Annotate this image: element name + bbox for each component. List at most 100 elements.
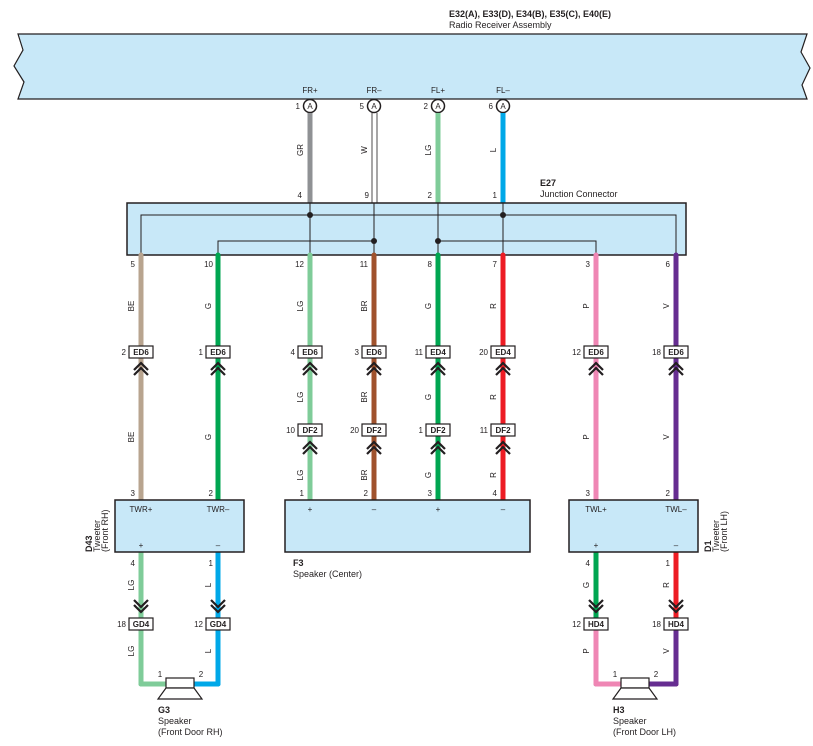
speaker-rh-code: G3 — [158, 705, 170, 715]
wire-color-label: LG — [127, 580, 136, 591]
polarity-label: + — [139, 541, 144, 550]
wire-color-label: G — [204, 434, 213, 440]
polarity-label: + — [594, 541, 599, 550]
terminal-label: TWL– — [665, 505, 687, 514]
radio-pin: 6 — [489, 102, 494, 111]
junction-connector-box — [126, 202, 687, 256]
speaker-lh: 1 2 H3 Speaker (Front Door LH) — [611, 670, 676, 737]
speaker-pin: 4 — [493, 489, 498, 498]
connector-pin: 20 — [350, 426, 359, 435]
polarity-label: – — [372, 505, 377, 514]
polarity-label: + — [436, 505, 441, 514]
wire-color-label: L — [204, 582, 213, 587]
connector-label: ED6 — [588, 348, 604, 357]
radio-terminals: FR+ FR– FL+ FL– 1 5 2 6 A A A A — [296, 86, 510, 114]
radio-receiver-body — [13, 33, 811, 100]
wire-color-label: BR — [360, 469, 369, 480]
connector-pin: 1 — [199, 348, 204, 357]
junction-splice-points — [307, 212, 506, 244]
jc-bottom-pins: 5 10 12 11 8 7 3 6 — [131, 260, 671, 269]
terminal-label: TWR– — [207, 505, 230, 514]
jc-top-pin: 4 — [298, 191, 303, 200]
connector-pin: 18 — [117, 620, 126, 629]
speaker-rh-location: (Front Door RH) — [158, 727, 223, 737]
tweeter-rh: 3 2 TWR+ TWR– + – D43 Tweeter (Front RH)… — [84, 489, 245, 656]
tweeter-pin: 3 — [131, 489, 136, 498]
wire-color-label: W — [360, 146, 369, 154]
connector-pin: 12 — [572, 348, 581, 357]
junction-name: Junction Connector — [540, 189, 618, 199]
upper-wire-labels: GR W LG L 4 9 2 1 — [296, 144, 498, 200]
tweeter-pin: 4 — [586, 559, 591, 568]
speaker-lh-name: Speaker — [613, 716, 647, 726]
jc-top-pin: 9 — [365, 191, 370, 200]
speaker-rh-name: Speaker — [158, 716, 192, 726]
tweeter-pin: 1 — [209, 559, 214, 568]
connector-pin: 3 — [355, 348, 360, 357]
connector-pin: 11 — [415, 348, 424, 357]
wire-labels-row3: LG BR G R — [296, 469, 498, 480]
connector-label: ED6 — [668, 348, 684, 357]
center-speaker: 1 2 3 4 + – + – F3 Speaker (Center) — [284, 489, 531, 579]
lower-wires — [138, 252, 679, 687]
connector-label: ED6 — [302, 348, 318, 357]
wire-labels-row2: BE G LG BR G R P V — [127, 391, 671, 442]
connector-pin: 10 — [286, 426, 295, 435]
junction-code: E27 — [540, 178, 556, 188]
tweeter-lh-name: Tweeter — [711, 520, 721, 552]
splice-dot — [307, 212, 313, 218]
wire-color-label: LG — [296, 392, 305, 403]
connector-label: GD4 — [210, 620, 227, 629]
tweeter-lh-location: (Front LH) — [719, 511, 729, 552]
connector-label: DF2 — [430, 426, 446, 435]
polarity-label: – — [216, 541, 221, 550]
speaker-pin: 1 — [158, 670, 163, 679]
wire-color-label: L — [204, 648, 213, 653]
connector-pin: 20 — [479, 348, 488, 357]
wire-color-label: L — [489, 147, 498, 152]
jc-bottom-pin: 3 — [586, 260, 591, 269]
wire-color-label: LG — [296, 470, 305, 481]
radio-name: Radio Receiver Assembly — [449, 20, 552, 30]
connector-pin: 12 — [194, 620, 203, 629]
polarity-label: + — [308, 505, 313, 514]
connector-pin: 11 — [480, 426, 489, 435]
wire-color-label: BE — [127, 301, 136, 312]
wire-color-label: V — [662, 303, 671, 309]
wire-color-label: R — [489, 472, 498, 478]
wire-color-label: V — [662, 434, 671, 440]
wire-color-label: R — [489, 303, 498, 309]
signal-fl-plus: FL+ — [431, 86, 445, 95]
terminal-label: TWR+ — [130, 505, 153, 514]
wire-color-label: G — [582, 582, 591, 588]
jc-bottom-pin: 6 — [666, 260, 671, 269]
polarity-label: – — [501, 505, 506, 514]
wire-color-label: G — [424, 303, 433, 309]
speaker-rh: 1 2 G3 Speaker (Front Door RH) — [156, 670, 223, 737]
terminal-circle — [366, 98, 382, 114]
tweeter-pin: 2 — [666, 489, 671, 498]
jc-top-pin: 2 — [428, 191, 433, 200]
junction-internal-wiring — [140, 203, 677, 255]
tweeter-lh-box — [568, 499, 699, 553]
speaker-pin: 2 — [364, 489, 369, 498]
connector-pin: 18 — [652, 620, 661, 629]
tweeter-pin: 1 — [666, 559, 671, 568]
signal-fr-minus: FR– — [366, 86, 382, 95]
connector-pin: 1 — [419, 426, 424, 435]
splice-dot — [371, 238, 377, 244]
wire-color-label: R — [662, 582, 671, 588]
speaker-icon — [611, 677, 659, 700]
jc-bottom-pin: 8 — [428, 260, 433, 269]
connector-label: ED6 — [133, 348, 149, 357]
jc-top-pin: 1 — [493, 191, 498, 200]
connector-pin: 4 — [291, 348, 296, 357]
speaker-pin: 1 — [300, 489, 305, 498]
wire-color-label: LG — [424, 145, 433, 156]
tweeter-pin: 3 — [586, 489, 591, 498]
speaker-lh-code: H3 — [613, 705, 625, 715]
speaker-pin: 3 — [428, 489, 433, 498]
tweeter-pin: 4 — [131, 559, 136, 568]
jc-bottom-pin: 5 — [131, 260, 136, 269]
radio-pin: 2 — [424, 102, 429, 111]
